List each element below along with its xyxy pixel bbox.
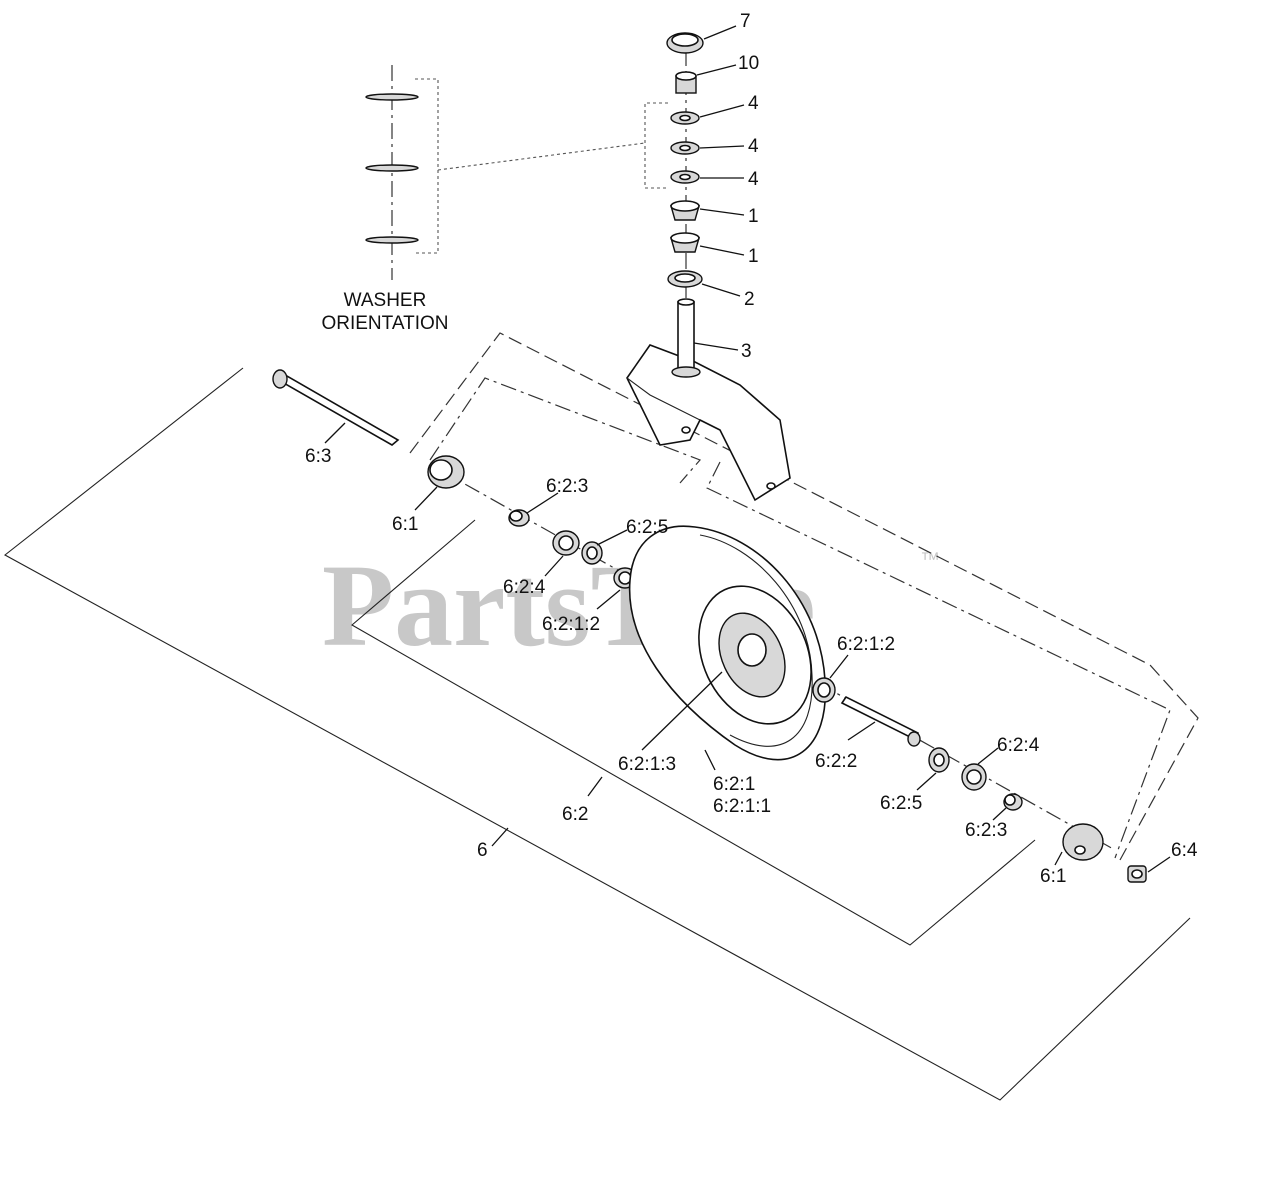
washer-orientation-inset: WASHER ORIENTATION <box>321 65 668 334</box>
bearing-cup-2 <box>667 270 703 288</box>
callout-4-bottom: 4 <box>748 169 759 190</box>
callout-6-2-1-1: 6:2:1:1 <box>713 796 771 817</box>
callout-6-4: 6:4 <box>1171 840 1198 861</box>
callout-6-2-5-right: 6:2:5 <box>880 793 922 814</box>
washer-orientation-title-line1: WASHER <box>344 290 427 311</box>
callout-2: 2 <box>744 289 755 310</box>
callout-6-2-3-left: 6:2:3 <box>546 476 588 497</box>
callout-4-top: 4 <box>748 93 759 114</box>
inset-washer-top <box>365 93 419 101</box>
inset-washer-middle <box>365 164 419 172</box>
callout-6-2-4-right: 6:2:4 <box>997 735 1040 756</box>
bushing-6-2-3-left <box>508 509 530 527</box>
tapered-bearing-1-lower <box>670 232 700 253</box>
callout-6-2-2: 6:2:2 <box>815 751 857 772</box>
bearing-cup-6-2-1-2-right <box>812 677 836 703</box>
callout-6-2-1-2-right: 6:2:1:2 <box>837 634 895 655</box>
callout-6-3: 6:3 <box>305 446 331 467</box>
inset-washer-bottom <box>365 236 419 244</box>
washer-orientation-title-line2: ORIENTATION <box>321 313 448 334</box>
callout-6-2-5-left: 6:2:5 <box>626 517 668 538</box>
lock-nut-10 <box>675 71 697 94</box>
trademark-symbol: ™ <box>920 549 940 571</box>
seal-6-2-4-left <box>552 530 580 556</box>
axle-tube-6-2-2 <box>840 695 921 747</box>
callout-6-2-1-3: 6:2:1:3 <box>618 754 676 775</box>
seal-6-2-4-right <box>961 763 987 791</box>
phantom-frame-line-right <box>706 461 1171 859</box>
tapered-bearing-1-upper <box>670 200 700 221</box>
washer-4-middle <box>670 141 700 155</box>
callout-6: 6 <box>477 840 488 861</box>
callout-7: 7 <box>740 11 751 32</box>
callout-6-2-3-right: 6:2:3 <box>965 820 1007 841</box>
group-outline-6 <box>4 367 1191 1101</box>
axle-bolt-6-3 <box>272 369 400 446</box>
phantom-frame-line-inner <box>429 377 702 484</box>
wheel-spacer-6-1-right <box>1062 823 1104 861</box>
wheel-spacer-6-1-left <box>427 455 465 489</box>
bushing-6-2-3-right <box>1003 793 1023 811</box>
callout-4-middle: 4 <box>748 136 759 157</box>
callout-6-1-left: 6:1 <box>392 514 418 535</box>
callout-3: 3 <box>741 341 752 362</box>
callout-1-upper: 1 <box>748 206 759 227</box>
leader-lines <box>324 25 1171 873</box>
callout-1-lower: 1 <box>748 246 759 267</box>
washer-stack-bracket <box>644 102 668 189</box>
callout-6-2-4-left: 6:2:4 <box>503 577 546 598</box>
wheel-tire-6-2-1 <box>628 525 827 761</box>
callout-6-1-right: 6:1 <box>1040 866 1066 887</box>
inset-bracket <box>415 78 439 254</box>
callout-6-2-1: 6:2:1 <box>713 774 755 795</box>
bearing-6-2-5-right <box>928 747 950 773</box>
group-outline-6-2 <box>351 519 1036 946</box>
bearing-6-2-5-left <box>581 541 603 565</box>
phantom-frame-line-outer <box>409 332 1199 861</box>
lock-nut-6-4 <box>1127 865 1147 883</box>
callout-6-2-1-2-left: 6:2:1:2 <box>542 614 600 635</box>
washer-4-bottom <box>670 170 700 184</box>
callout-10: 10 <box>738 53 759 74</box>
inset-link-line <box>437 142 646 171</box>
caster-fork-3 <box>626 298 791 502</box>
washer-4-top <box>670 111 700 125</box>
dust-cap-7 <box>666 32 704 54</box>
callout-6-2: 6:2 <box>562 804 588 825</box>
